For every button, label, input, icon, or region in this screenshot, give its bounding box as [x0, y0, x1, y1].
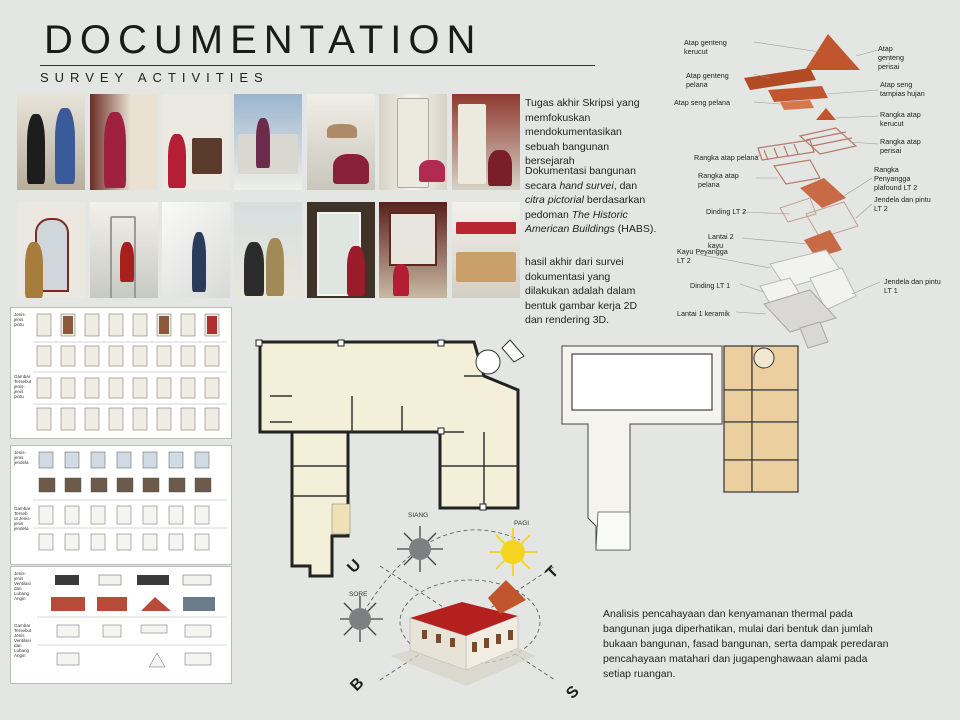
survey-photo-5 [307, 94, 375, 190]
intro-paragraph: Tugas akhir Skripsi yang memfokuskan men… [525, 97, 640, 167]
doors-grid [33, 313, 227, 431]
exploded-label: Lantai 2 kayu [708, 232, 734, 250]
sheet-row-label: Gambar Tersebut Jenis Ventilasi dan Luba… [14, 623, 32, 658]
sheet-row-label: Jenis-jenis pintu [14, 312, 27, 327]
survey-photo-10 [162, 202, 230, 298]
exploded-label: Atap genteng pelana [686, 71, 729, 89]
exploded-label: Jendela dan pintu LT 2 [874, 195, 931, 213]
exploded-label: Dinding LT 1 [690, 281, 731, 290]
exploded-label: Atap genteng kerucut [684, 38, 727, 56]
exploded-label: Jendela dan pintu LT 1 [884, 277, 941, 295]
label-siang: SIANG [408, 512, 429, 519]
survey-photo-3 [162, 94, 230, 190]
windows-detail-sheet: Jenis-jenis jendela Gambar Terseb ut Jen… [10, 445, 232, 565]
vents-detail-sheet: Jenis-jenis Ventilasi dan Lubang Angin G… [10, 566, 232, 684]
survey-photo-1 [17, 94, 85, 190]
vents-grid [37, 574, 227, 668]
survey-photo-12 [307, 202, 375, 298]
survey-photo-2 [90, 94, 158, 190]
survey-photo-13 [379, 202, 447, 298]
survey-photo-4 [234, 94, 302, 190]
exploded-drawing [695, 34, 881, 349]
label-sore: SORE [349, 591, 368, 598]
page-subtitle: SURVEY ACTIVITIES [40, 70, 269, 85]
label-pagi: PAGI [514, 520, 530, 527]
sheet-row-label: Jenis-jenis jendela [14, 450, 29, 465]
survey-photo-11 [234, 202, 302, 298]
sun-path-graphic [340, 526, 556, 686]
survey-photo-9 [90, 202, 158, 298]
ground-floor-plan [255, 339, 525, 578]
method-paragraph: Dokumentasi bangunan secara hand survei,… [525, 165, 657, 235]
title-divider [40, 65, 595, 66]
result-paragraph: hasil akhir dari survei dokumentasi yang… [525, 256, 638, 326]
exploded-label: Atap seng tampias hujan [880, 80, 925, 98]
exploded-label: Atap genteng perisai [878, 44, 904, 71]
exploded-label: Rangka atap pelana [694, 153, 759, 162]
exploded-label: Lantai 1 keramik [677, 309, 730, 318]
exploded-label: Dinding LT 2 [706, 207, 747, 216]
sheet-row-label: Jenis-jenis Ventilasi dan Lubang Angin [14, 571, 31, 601]
survey-photo-6 [379, 94, 447, 190]
sheet-row-label: Gambar Terseb ut Jenis-jenis jendela [14, 506, 32, 531]
exploded-label: Rangka Penyangga plafound LT 2 [874, 165, 918, 192]
sheet-row-label: Gambar Tersebut jenis-jenis pintu [14, 374, 32, 399]
exploded-label: Rangka atap perisai [880, 137, 921, 155]
exploded-label: Rangka atap pelana [698, 171, 739, 189]
exploded-label: Rangka atap kerucut [880, 110, 921, 128]
page-title: DOCUMENTATION [44, 18, 483, 62]
survey-photo-8 [17, 202, 85, 298]
survey-photo-14 [452, 202, 520, 298]
exploded-label: Kayu Peyangga LT 2 [677, 247, 728, 265]
exploded-label: Atap seng pelana [674, 98, 730, 107]
windows-grid [33, 451, 227, 551]
analysis-paragraph: Analisis pencahayaan dan kenyamanan ther… [603, 608, 889, 680]
survey-photo-7 [452, 94, 520, 190]
upper-floor-plan [561, 345, 799, 551]
doors-detail-sheet: Jenis-jenis pintu Gambar Tersebut jenis-… [10, 307, 232, 439]
